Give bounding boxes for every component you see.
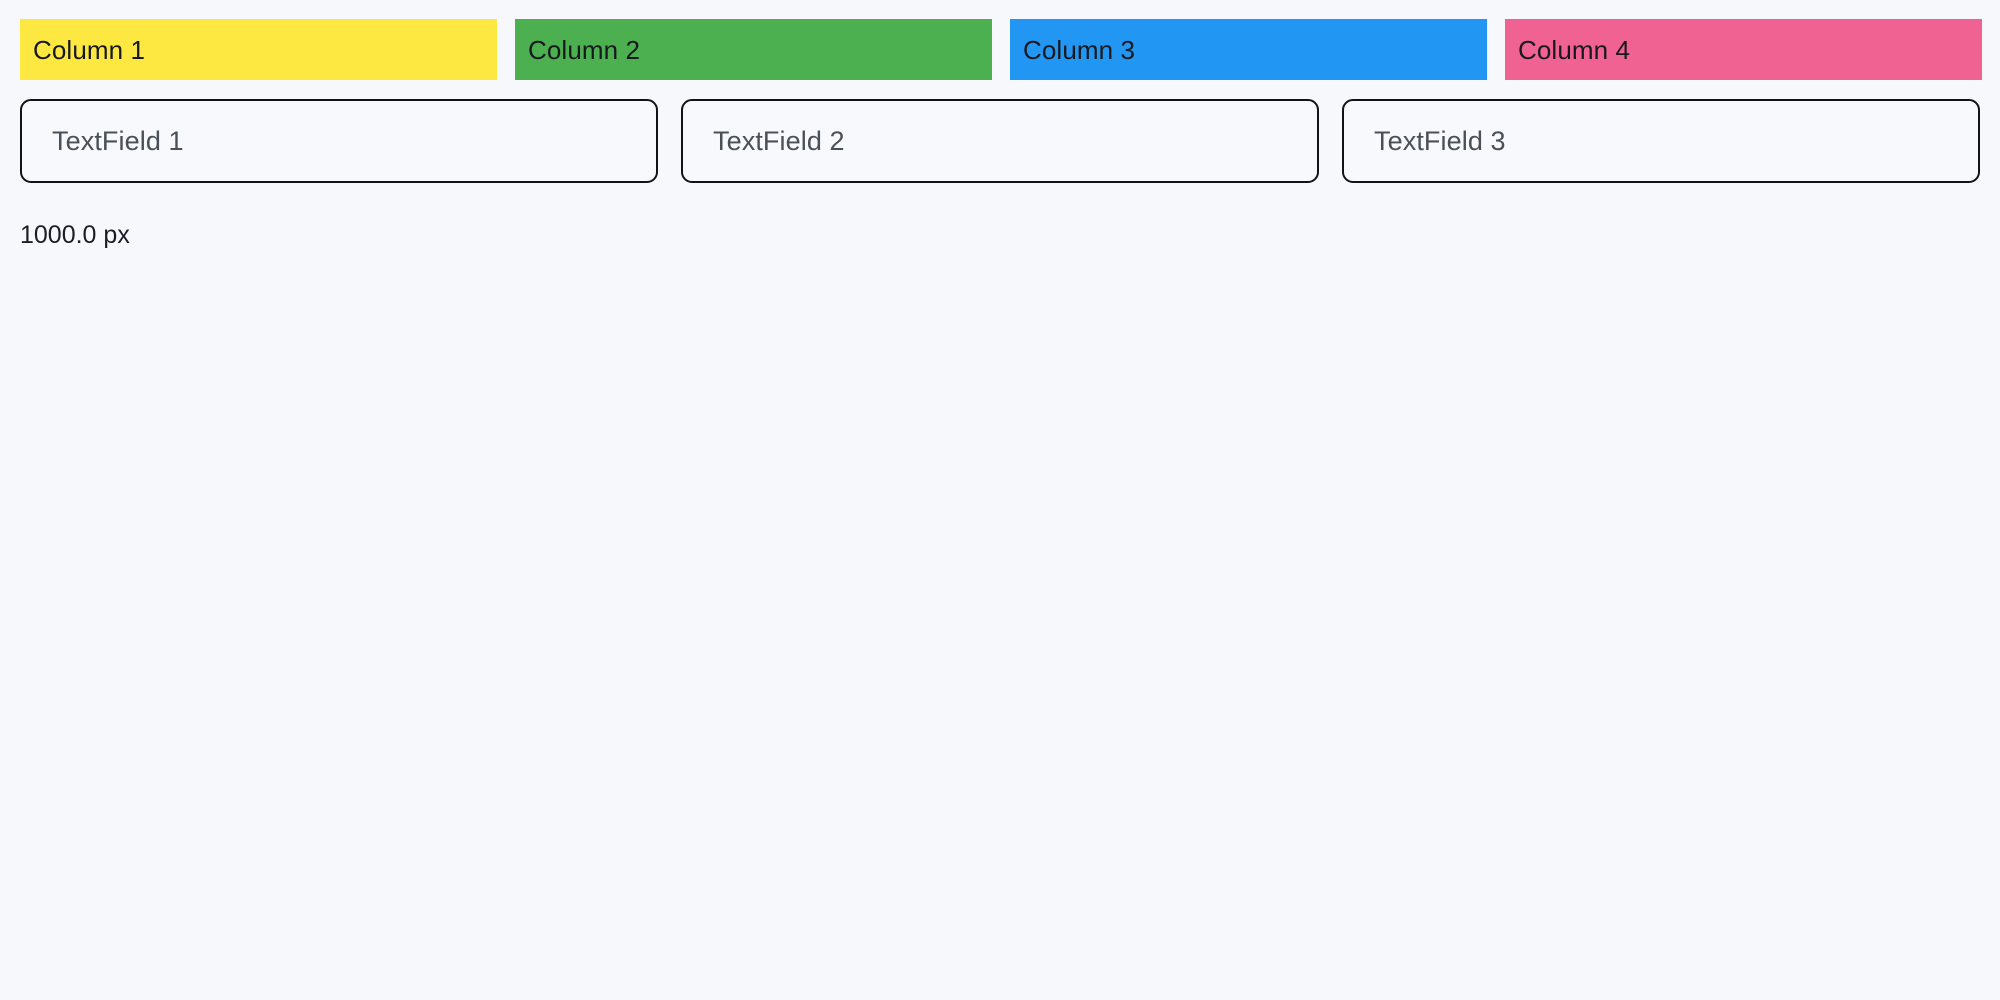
textfields-row: TextField 1 TextField 2 TextField 3: [0, 99, 2000, 183]
column-bar-2[interactable]: Column 2: [515, 19, 992, 80]
textfield-gap-1: [658, 99, 681, 183]
column-bar-3-label: Column 3: [1023, 34, 1136, 65]
textfield-2-placeholder: TextField 2: [713, 125, 845, 156]
column-gap-1: [497, 19, 515, 80]
column-bar-2-label: Column 2: [528, 34, 641, 65]
textfield-2[interactable]: TextField 2: [681, 99, 1319, 183]
column-bar-4-label: Column 4: [1518, 34, 1631, 65]
measurement-status-text: 1000.0 px: [20, 221, 130, 249]
textfields-left-margin: [0, 99, 20, 183]
column-bar-4[interactable]: Column 4: [1505, 19, 1982, 80]
empty-canvas-area: [0, 262, 2000, 1000]
textfield-3[interactable]: TextField 3: [1342, 99, 1980, 183]
column-bar-1-label: Column 1: [33, 34, 146, 65]
column-bar-1[interactable]: Column 1: [20, 19, 497, 80]
column-bars-row: Column 1 Column 2 Column 3 Column 4: [0, 19, 2000, 80]
column-bar-3[interactable]: Column 3: [1010, 19, 1487, 80]
textfield-1-placeholder: TextField 1: [52, 125, 184, 156]
row-left-margin: [0, 19, 20, 80]
textfield-gap-2: [1319, 99, 1342, 183]
textfield-1[interactable]: TextField 1: [20, 99, 658, 183]
column-gap-2: [992, 19, 1010, 80]
column-gap-3: [1487, 19, 1505, 80]
textfield-3-placeholder: TextField 3: [1374, 125, 1506, 156]
